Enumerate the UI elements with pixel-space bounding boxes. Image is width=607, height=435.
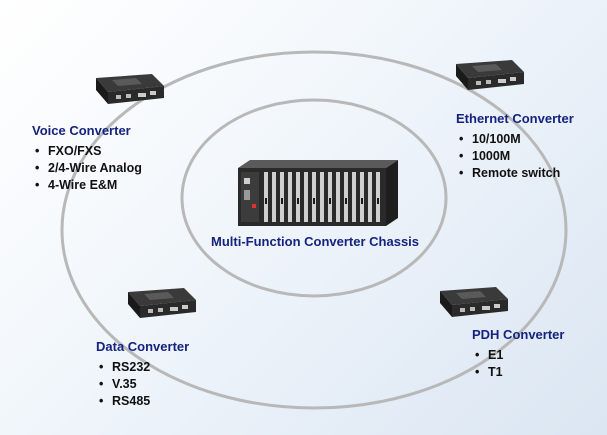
list-item: 4-Wire E&M [32,177,142,194]
voice-converter-group: Voice Converter FXO/FXS 2/4-Wire Analog … [32,123,142,194]
ethernet-converter-image [446,56,526,96]
list-item: E1 [472,347,564,364]
pdh-converter-list: E1 T1 [472,347,564,381]
voice-converter-image [86,70,166,110]
list-item: 10/100M [456,131,574,148]
list-item: RS232 [96,359,189,376]
list-item: T1 [472,364,564,381]
list-item: Remote switch [456,165,574,182]
list-item: V.35 [96,376,189,393]
ethernet-converter-title: Ethernet Converter [456,111,574,127]
ethernet-converter-group: Ethernet Converter 10/100M 1000M Remote … [456,111,574,182]
chassis-label: Multi-Function Converter Chassis [211,234,419,249]
data-converter-image [118,284,198,324]
list-item: FXO/FXS [32,143,142,160]
data-converter-title: Data Converter [96,339,189,355]
data-converter-group: Data Converter RS232 V.35 RS485 [96,339,189,410]
pdh-converter-group: PDH Converter E1 T1 [472,327,564,381]
list-item: 2/4-Wire Analog [32,160,142,177]
list-item: RS485 [96,393,189,410]
chassis-image [226,158,406,230]
voice-converter-list: FXO/FXS 2/4-Wire Analog 4-Wire E&M [32,143,142,194]
pdh-converter-image [430,283,510,323]
pdh-converter-title: PDH Converter [472,327,564,343]
ethernet-converter-list: 10/100M 1000M Remote switch [456,131,574,182]
voice-converter-title: Voice Converter [32,123,142,139]
data-converter-list: RS232 V.35 RS485 [96,359,189,410]
list-item: 1000M [456,148,574,165]
